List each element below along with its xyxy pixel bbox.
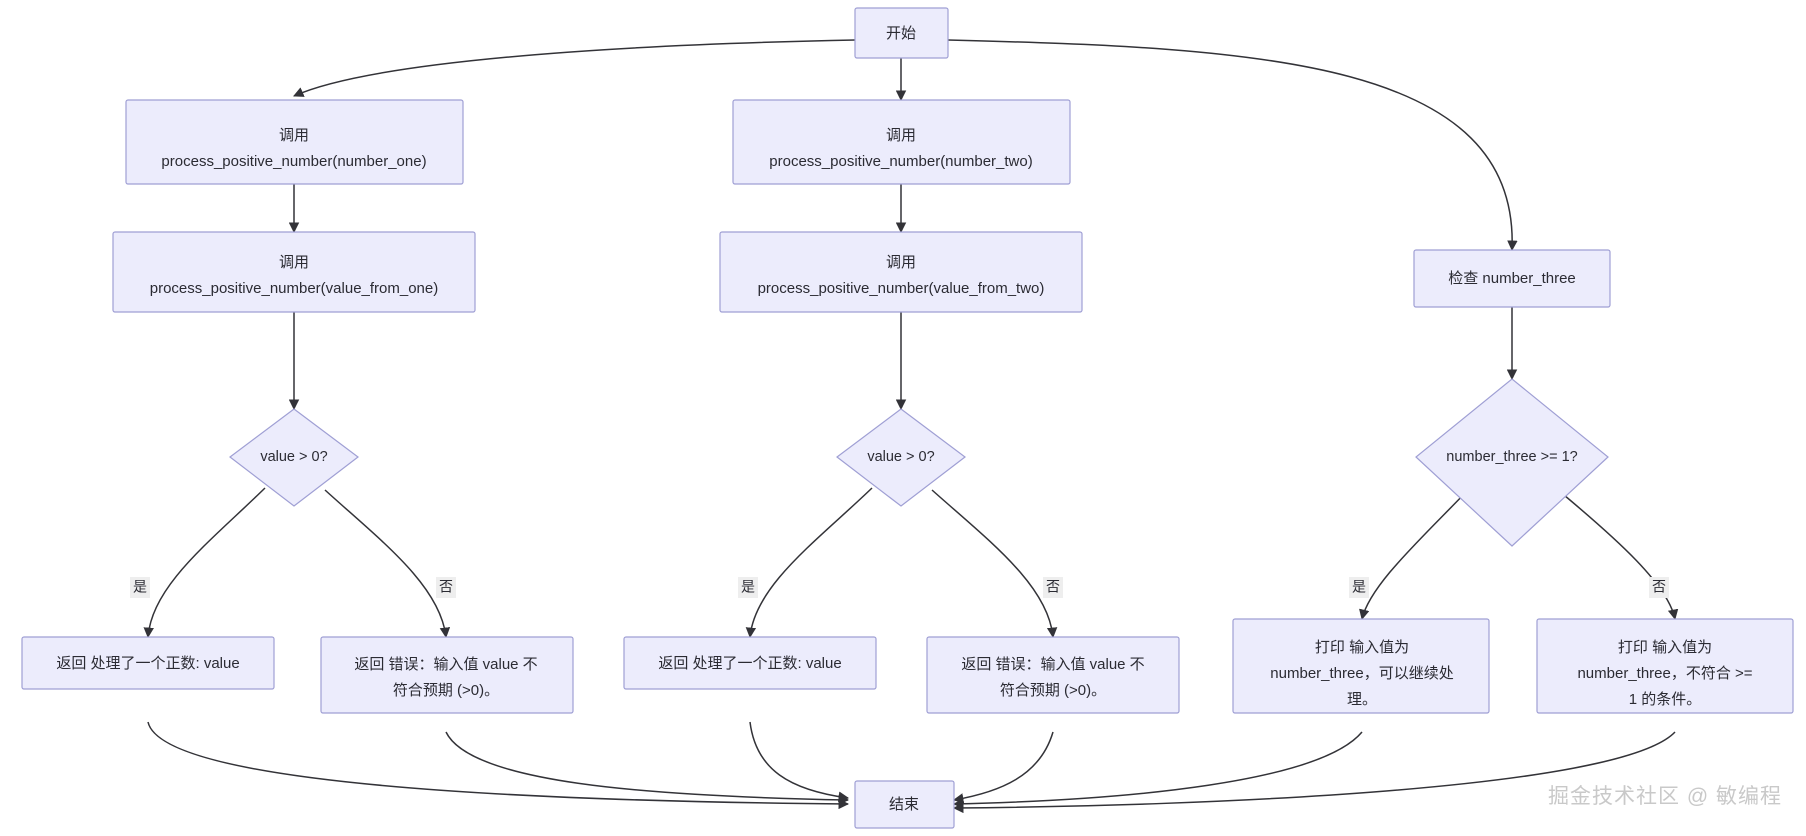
node-call-two-line-1: 调用 bbox=[886, 127, 916, 144]
edge-err-one-to-end bbox=[445, 731, 850, 806]
node-end-label: 结束 bbox=[889, 796, 919, 813]
node-err-two-line-1: 返回 错误：输入值 value 不 bbox=[961, 656, 1144, 673]
node-call-one-line-2: process_positive_number(number_one) bbox=[161, 153, 426, 170]
edge-start-to-check-three-box bbox=[947, 39, 1518, 252]
node-print-err-three-line-1: 打印 输入值为 bbox=[1618, 639, 1712, 656]
node-check-three[interactable]: number_three >= 1? bbox=[1415, 378, 1609, 547]
edge-check-two-yes bbox=[745, 487, 873, 639]
edge-check-three-no bbox=[1557, 489, 1679, 621]
node-call-value-one-line-2: process_positive_number(value_from_one) bbox=[150, 280, 439, 297]
edge-check-two-no bbox=[931, 489, 1058, 639]
node-call-value-one-line-1: 调用 bbox=[279, 254, 309, 271]
edge-label-layer: 是 否 是 否 是 否 bbox=[130, 577, 1669, 598]
node-print-err-three[interactable]: 打印 输入值为 number_three，不符合 >= 1 的条件。 bbox=[1536, 618, 1794, 714]
edge-label-check-three-no: 否 bbox=[1649, 577, 1669, 598]
edge-check-one-no bbox=[324, 489, 451, 639]
edge-label-check-three-yes-text: 是 bbox=[1352, 579, 1366, 595]
edge-print-ok-three-to-end bbox=[952, 731, 1363, 810]
edge-start-to-call-one bbox=[293, 39, 856, 97]
node-err-two-line-2: 符合预期 (>0)。 bbox=[1000, 682, 1106, 699]
node-call-one-line-1: 调用 bbox=[279, 127, 309, 144]
edge-label-check-one-yes: 是 bbox=[130, 577, 150, 598]
node-err-two[interactable]: 返回 错误：输入值 value 不 符合预期 (>0)。 bbox=[926, 636, 1180, 714]
node-ok-one-label: 返回 处理了一个正数: value bbox=[56, 655, 239, 672]
node-err-one-line-2: 符合预期 (>0)。 bbox=[393, 682, 499, 699]
node-call-two-line-2: process_positive_number(number_two) bbox=[769, 153, 1032, 170]
watermark: 掘金技术社区 @ 敏编程 bbox=[1548, 785, 1782, 808]
edge-err-two-to-end bbox=[952, 731, 1054, 804]
node-check-three-box[interactable]: 检查 number_three bbox=[1413, 249, 1611, 308]
edge-label-check-three-no-text: 否 bbox=[1652, 579, 1666, 595]
edge-ok-one-to-end bbox=[147, 721, 850, 810]
node-call-two[interactable]: 调用 process_positive_number(number_two) bbox=[732, 99, 1071, 185]
node-check-three-label: number_three >= 1? bbox=[1446, 449, 1577, 465]
edge-layer bbox=[143, 39, 1679, 814]
edge-label-check-three-yes: 是 bbox=[1349, 577, 1369, 598]
node-check-two-label: value > 0? bbox=[867, 449, 934, 465]
node-start[interactable]: 开始 bbox=[854, 7, 949, 59]
node-print-ok-three-line-2: number_three，可以继续处 bbox=[1270, 665, 1453, 682]
edge-label-check-two-yes: 是 bbox=[738, 577, 758, 598]
edge-label-check-one-yes-text: 是 bbox=[133, 579, 147, 595]
node-call-value-two-line-1: 调用 bbox=[886, 254, 916, 271]
node-call-value-one[interactable]: 调用 process_positive_number(value_from_on… bbox=[112, 231, 476, 313]
node-call-one[interactable]: 调用 process_positive_number(number_one) bbox=[125, 99, 464, 185]
node-ok-two-label: 返回 处理了一个正数: value bbox=[658, 655, 841, 672]
node-call-value-two-line-2: process_positive_number(value_from_two) bbox=[758, 280, 1045, 297]
node-check-one-label: value > 0? bbox=[260, 449, 327, 465]
edge-label-check-two-no-text: 否 bbox=[1046, 579, 1060, 595]
node-ok-two[interactable]: 返回 处理了一个正数: value bbox=[623, 636, 877, 690]
node-err-one-line-1: 返回 错误：输入值 value 不 bbox=[354, 656, 537, 673]
node-start-label: 开始 bbox=[886, 25, 916, 42]
edge-label-check-two-yes-text: 是 bbox=[741, 579, 755, 595]
edge-label-check-two-no: 否 bbox=[1043, 577, 1063, 598]
node-end[interactable]: 结束 bbox=[854, 780, 955, 829]
node-ok-one[interactable]: 返回 处理了一个正数: value bbox=[21, 636, 275, 690]
edge-label-check-one-no: 否 bbox=[436, 577, 456, 598]
node-print-ok-three-line-1: 打印 输入值为 bbox=[1315, 639, 1409, 656]
node-check-three-box-label: 检查 number_three bbox=[1448, 270, 1576, 287]
edge-print-err-three-to-end bbox=[952, 731, 1676, 814]
node-check-one[interactable]: value > 0? bbox=[229, 408, 359, 507]
edge-check-three-yes bbox=[1359, 489, 1469, 621]
node-print-ok-three-line-3: 理。 bbox=[1347, 691, 1377, 708]
edge-ok-two-to-end bbox=[749, 721, 850, 802]
node-print-err-three-line-2: number_three，不符合 >= bbox=[1577, 665, 1752, 682]
edge-check-one-yes bbox=[143, 487, 266, 639]
node-print-err-three-line-3: 1 的条件。 bbox=[1629, 691, 1702, 708]
node-err-one[interactable]: 返回 错误：输入值 value 不 符合预期 (>0)。 bbox=[320, 636, 574, 714]
node-check-two[interactable]: value > 0? bbox=[836, 408, 966, 507]
edge-label-check-one-no-text: 否 bbox=[439, 579, 453, 595]
node-print-ok-three[interactable]: 打印 输入值为 number_three，可以继续处 理。 bbox=[1232, 618, 1490, 714]
node-call-value-two[interactable]: 调用 process_positive_number(value_from_tw… bbox=[719, 231, 1083, 313]
